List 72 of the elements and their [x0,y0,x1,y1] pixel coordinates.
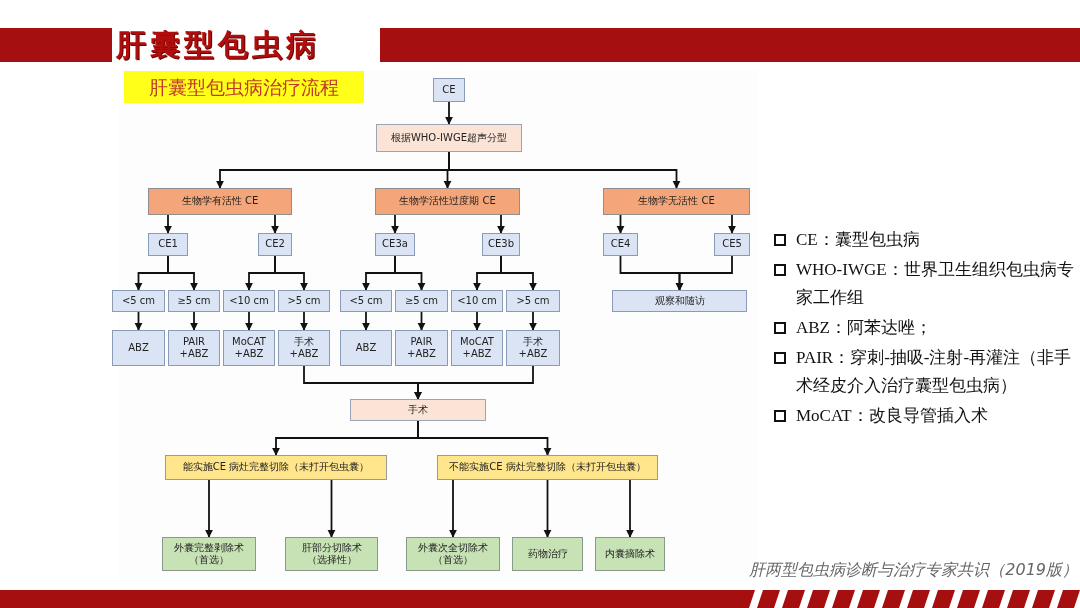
arrow [361,311,371,331]
arrow [417,311,426,331]
condition-box: 不能实施CE 病灶完整切除（未打开包虫囊） [437,455,658,480]
arrow [496,214,506,234]
arrow [394,255,426,291]
arrow [167,255,199,291]
subtitle-banner: 肝囊型包虫病治疗流程 [124,71,364,103]
arrow [417,420,552,456]
arrow [616,214,625,234]
source-citation: 肝两型包虫病诊断与治疗专家共识（2019版） [748,560,1078,581]
process-box: MoCAT +ABZ [451,330,503,366]
arrow [625,479,635,538]
treatment-box: 肝部分切除术（选择性） [285,537,378,571]
process-box: <10 cm [451,290,503,312]
process-box: <5 cm [112,290,165,312]
arrow [528,311,538,331]
treatment-box: 药物治疗 [512,537,583,571]
process-box: ABZ [340,330,392,366]
process-box: PAIR +ABZ [395,330,448,366]
treatment-box: 外囊完整剥除术（首选） [162,537,256,571]
process-box: ≥5 cm [395,290,448,312]
process-box: 手术 +ABZ [278,330,330,366]
definition-text: CE：囊型包虫病 [796,230,920,249]
arrow [134,311,143,331]
process-box: ABZ [112,330,165,366]
arrow [500,255,538,291]
arrow [413,365,534,400]
process-box: >5 cm [278,290,330,312]
arrow [543,479,552,538]
process-box: 手术 [350,399,486,421]
arrow [204,479,214,538]
arrow [448,151,681,189]
arrow [675,255,733,291]
definition-text: WHO-IWGE：世界卫生组织包虫病专家工作组 [796,260,1074,307]
definition-text: PAIR：穿刺-抽吸-注射-再灌注（非手术经皮介入治疗囊型包虫病） [796,348,1072,395]
category-box: 生物学有活性 CE [148,188,292,215]
arrow [189,311,199,331]
process-box: >5 cm [506,290,560,312]
arrow [472,311,482,331]
arrow [244,311,254,331]
condition-box: 能实施CE 病灶完整切除（未打开包虫囊） [165,455,387,480]
process-box: <10 cm [223,290,275,312]
treatment-box: 内囊摘除术 [595,537,665,571]
process-box: ≥5 cm [168,290,220,312]
arrow [299,311,309,331]
arrow [448,479,458,538]
treatment-box: 外囊次全切除术（首选） [406,537,500,571]
arrow [444,101,454,125]
arrow [270,214,280,234]
category-box: 生物学无活性 CE [603,188,750,215]
process-box: CE3a [375,233,415,256]
process-box: CE5 [714,233,750,256]
arrow [727,214,737,234]
arrow [327,479,336,538]
process-box: 观察和随访 [612,290,747,312]
process-box: 手术 +ABZ [506,330,560,366]
process-box: CE1 [148,233,188,256]
page-title: 肝囊型包虫病 [116,26,321,64]
arrow [274,255,309,291]
process-box: CE4 [603,233,638,256]
process-box: CE2 [258,233,292,256]
definition-text: ABZ：阿苯达唑； [796,318,932,337]
process-box: CE [433,78,465,102]
process-box: PAIR +ABZ [168,330,220,366]
process-box: <5 cm [340,290,392,312]
arrow [390,214,400,234]
arrow [163,214,173,234]
process-box: 根据WHO-IWGE超声分型 [376,124,522,152]
process-box: CE3b [482,233,520,256]
process-box: MoCAT +ABZ [223,330,275,366]
category-box: 生物学活性过度期 CE [375,188,520,215]
definition-text: MoCAT：改良导管插入术 [796,406,988,425]
